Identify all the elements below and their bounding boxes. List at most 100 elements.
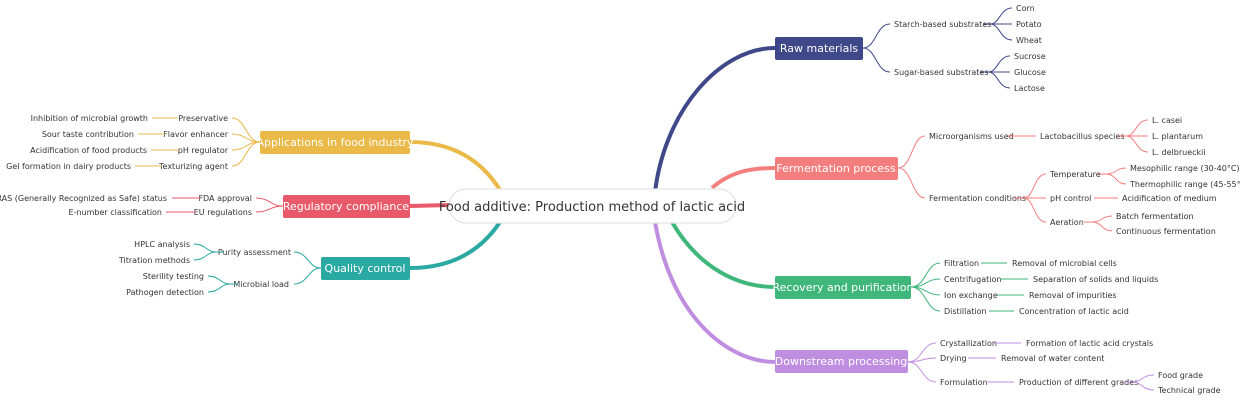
recovery-item-label: Ion exchange	[944, 291, 998, 300]
starch-item: Corn	[1016, 4, 1035, 13]
temperature-connectors	[1098, 167, 1127, 185]
aeration-item: Batch fermentation	[1116, 212, 1194, 221]
aeration-item: Continuous fermentation	[1116, 227, 1216, 236]
connector-regulatory	[409, 203, 451, 208]
recovery-item-detail: Removal of impurities	[1029, 291, 1117, 300]
applications-sub-connectors	[231, 117, 261, 167]
application-item-detail: Acidification of food products	[30, 146, 147, 155]
connector-quality	[409, 220, 502, 270]
crystallization-detail: Formation of lactic acid crystals	[1026, 339, 1153, 348]
branch-applications: Applications in food industry Preservati…	[6, 114, 414, 171]
regulatory-item-label: EU regulations	[194, 208, 252, 217]
fermentation-sub-connectors	[897, 135, 926, 199]
conditions-label: Fermentation conditions	[929, 194, 1026, 203]
starch-connectors	[984, 7, 1013, 41]
root-label: Food additive: Production method of lact…	[439, 200, 745, 215]
sugar-item: Lactose	[1014, 84, 1045, 93]
recovery-item-label: Distillation	[944, 307, 987, 316]
grade-item: Technical grade	[1157, 386, 1221, 395]
species-item: L. casei	[1152, 116, 1182, 125]
species-connectors	[1118, 119, 1149, 153]
root-node[interactable]	[448, 188, 737, 224]
application-item-detail: Inhibition of microbial growth	[31, 114, 148, 123]
fermentation-node[interactable]	[775, 157, 898, 180]
application-item-label: Texturizing agent	[158, 162, 228, 171]
crystallization-label: Crystallization	[940, 339, 997, 348]
raw-materials-sub-connectors	[862, 23, 891, 73]
recovery-node[interactable]	[775, 276, 911, 299]
branch-raw-materials: Raw materials Starch-based substrates Co…	[775, 4, 1046, 93]
regulatory-sub-connectors	[255, 197, 284, 213]
regulatory-item-label: FDA approval	[198, 194, 252, 203]
downstream-sub-connectors	[907, 342, 937, 383]
connector-recovery	[670, 220, 776, 289]
recovery-item-detail: Concentration of lactic acid	[1019, 307, 1129, 316]
recovery-item-label: Filtration	[944, 259, 979, 268]
raw-materials-label: Raw materials	[780, 42, 859, 55]
branch-fermentation: Fermentation process Microorganisms used…	[775, 116, 1240, 236]
connector-applications	[409, 140, 502, 192]
application-item-detail: Gel formation in dairy products	[6, 162, 131, 171]
drying-label: Drying	[940, 354, 967, 363]
fermentation-label: Fermentation process	[776, 162, 895, 175]
drying-detail: Removal of water content	[1001, 354, 1104, 363]
conditions-connectors	[1014, 173, 1047, 223]
regulatory-label: Regulatory compliance	[283, 200, 410, 213]
sugar-substrates-label: Sugar-based substrates	[894, 68, 989, 77]
connector-downstream	[653, 221, 776, 364]
starch-item: Potato	[1016, 20, 1042, 29]
application-item-label: pH regulator	[178, 146, 229, 155]
quality-node[interactable]	[321, 257, 410, 280]
grade-item: Food grade	[1158, 371, 1203, 380]
applications-label: Applications in food industry	[256, 136, 414, 149]
application-item-label: Flavor enhancer	[163, 130, 229, 139]
downstream-label: Downstream processing	[775, 355, 908, 368]
downstream-node[interactable]	[775, 350, 908, 373]
formulation-detail: Production of different grades	[1019, 378, 1138, 387]
microbial-item: Pathogen detection	[126, 288, 204, 297]
recovery-label: Recovery and purification	[772, 281, 913, 294]
regulatory-node[interactable]	[283, 195, 410, 218]
temperature-label: Temperature	[1049, 170, 1101, 179]
sugar-item: Sucrose	[1014, 52, 1046, 61]
sugar-item: Glucose	[1014, 68, 1046, 77]
application-item-label: Preservative	[178, 114, 228, 123]
species-item: L. delbrueckii	[1152, 148, 1206, 157]
recovery-item-detail: Removal of microbial cells	[1012, 259, 1117, 268]
branch-quality: Quality control Purity assessment HPLC a…	[118, 240, 410, 297]
microorganisms-label: Microorganisms used	[929, 132, 1014, 141]
branch-downstream: Downstream processing Crystallization Fo…	[775, 339, 1221, 395]
purity-item: HPLC analysis	[134, 240, 190, 249]
purity-connectors	[193, 243, 224, 261]
aeration-connectors	[1084, 215, 1113, 232]
quality-sub-connectors	[293, 251, 322, 285]
grade-connectors	[1124, 374, 1155, 391]
connector-fermentation	[710, 166, 776, 190]
purity-label: Purity assessment	[218, 248, 291, 257]
species-item: L. plantarum	[1152, 132, 1203, 141]
ph-control-label: pH control	[1050, 194, 1091, 203]
quality-label: Quality control	[325, 262, 406, 275]
raw-materials-node[interactable]	[775, 37, 863, 60]
sugar-connectors	[980, 55, 1011, 89]
recovery-item-detail: Separation of solids and liquids	[1033, 275, 1158, 284]
purity-item: Titration methods	[118, 256, 190, 265]
starch-substrates-label: Starch-based substrates	[894, 20, 991, 29]
recovery-sub-connectors	[910, 262, 941, 312]
microbial-connectors	[207, 275, 238, 293]
regulatory-item-detail: E-number classification	[69, 208, 162, 217]
branch-regulatory: Regulatory compliance FDA approval GRAS …	[0, 194, 410, 218]
applications-node[interactable]	[260, 131, 410, 154]
recovery-item-label: Centrifugation	[944, 275, 1001, 284]
starch-item: Wheat	[1016, 36, 1042, 45]
regulatory-item-detail: GRAS (Generally Recognized as Safe) stat…	[0, 194, 167, 203]
formulation-label: Formulation	[940, 378, 988, 387]
ph-item: Acidification of medium	[1122, 194, 1217, 203]
temperature-item: Mesophilic range (30-40°C)	[1130, 164, 1240, 173]
lactobacillus-label: Lactobacillus species	[1040, 132, 1125, 141]
temperature-item: Thermophilic range (45-55°C)	[1129, 180, 1240, 189]
application-item-detail: Sour taste contribution	[42, 130, 134, 139]
connector-raw-materials	[653, 46, 776, 193]
aeration-label: Aeration	[1050, 218, 1084, 227]
